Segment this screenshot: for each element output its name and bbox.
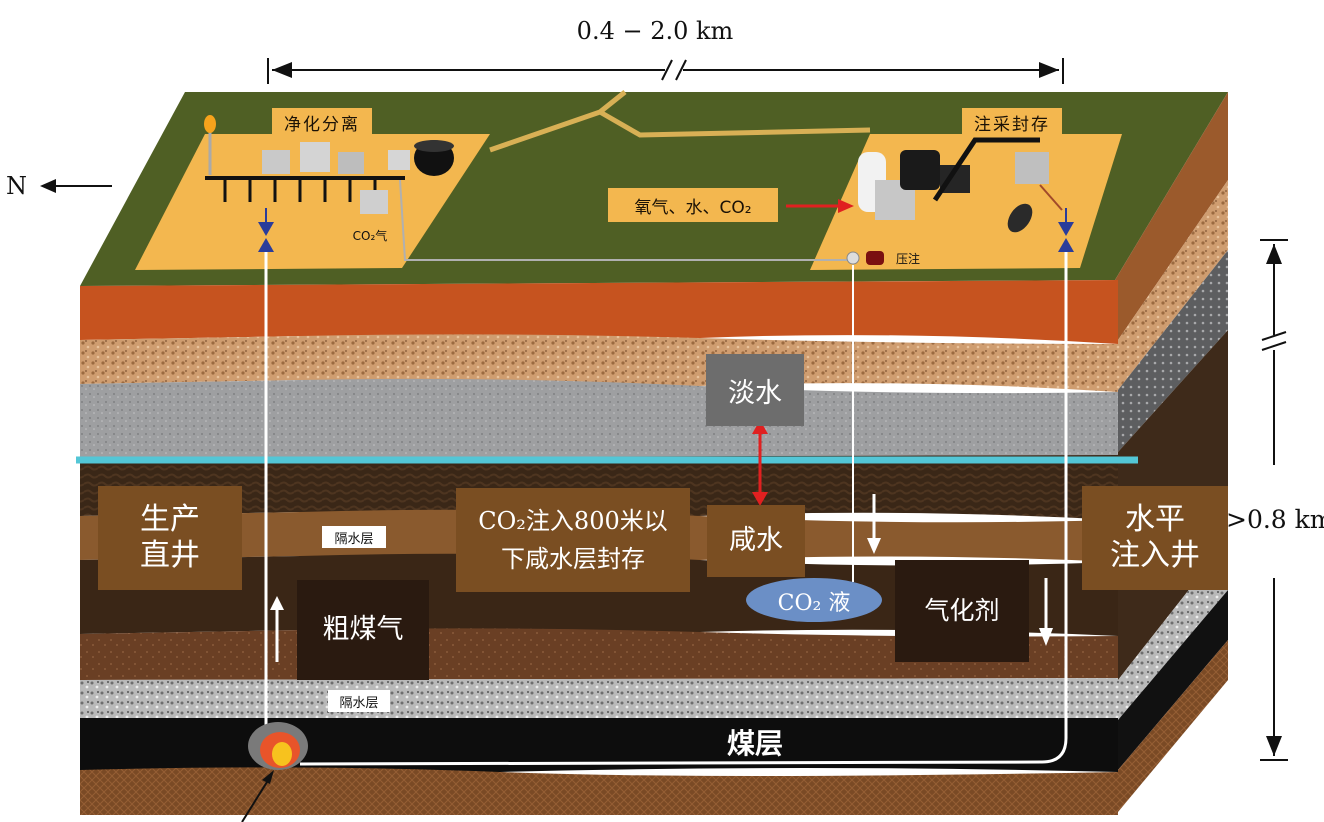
north-label: N — [6, 172, 27, 200]
co2-liquid-ellipse — [746, 578, 882, 622]
co2-gas-label: CO₂气 — [352, 228, 388, 243]
top-dimension-line — [267, 58, 1064, 84]
fresh-salt-water-double-arrow — [752, 420, 768, 506]
depth-dimension-line — [1260, 239, 1288, 761]
stratum-base — [80, 767, 1118, 815]
co2-return-pipe — [399, 179, 850, 261]
horizontal-injection-well — [299, 252, 1068, 766]
horizontal-well-label: 水平 注入井 — [1082, 486, 1228, 590]
raw-gas-label: 粗煤气 — [297, 580, 429, 680]
production-well-line2: 直井 — [140, 538, 200, 573]
production-wellhead-valve — [258, 208, 274, 252]
co2-liquid-label: CO₂ 液 — [777, 591, 851, 616]
raw-gas-up-arrow — [270, 596, 284, 662]
coal-seam-label: 煤层 — [726, 727, 783, 760]
oxygen-water-co2-label: 氧气、水、CO₂ — [608, 188, 778, 222]
injection-label: 注采封存 — [962, 108, 1062, 136]
stratum-brown-upper — [80, 455, 1118, 520]
oxygen-feed-arrow — [786, 199, 854, 213]
purification-label: 净化分离 — [272, 108, 372, 136]
compressor-icon — [846, 251, 884, 265]
side-face-top — [1115, 92, 1228, 340]
co2-storage-line2: 下咸水层封存 — [501, 545, 645, 573]
stratum-coal-seam — [80, 718, 1118, 776]
side-face-gravel — [1118, 180, 1228, 390]
co2-storage-line1: CO₂注入800米以 — [478, 507, 668, 535]
horizontal-well-line1: 水平 — [1125, 502, 1185, 537]
aquitard-lower-label: 隔水层 — [328, 690, 390, 712]
side-face-gray — [1118, 250, 1228, 452]
depth-label: >0.8 km — [1226, 505, 1324, 534]
gasification-cavity — [248, 722, 308, 770]
co2-storage-label: CO₂注入800米以 下咸水层封存 — [456, 488, 690, 592]
purification-equipment — [204, 115, 454, 214]
surface-pipeline — [489, 90, 871, 153]
salt-water-label: 咸水 — [707, 505, 805, 577]
aquitard-upper-label: 隔水层 — [322, 526, 386, 548]
co2-down-arrow — [867, 494, 881, 554]
injection-wellhead-valve — [1058, 208, 1074, 252]
north-arrow-icon — [40, 179, 112, 193]
production-well-line1: 生产 — [140, 502, 200, 537]
horizontal-well-line2: 注入井 — [1110, 538, 1200, 573]
stratum-gravel — [80, 334, 1118, 392]
gasifying-agent-label: 气化剂 — [895, 560, 1029, 662]
gasifying-agent-down-arrow — [1039, 578, 1053, 646]
side-face-coal — [1118, 590, 1228, 770]
horizontal-span-label: 0.4 − 2.0 km — [576, 17, 734, 45]
press-injection-label: 压注 — [895, 251, 920, 266]
stratum-red-soil — [80, 280, 1118, 344]
stratum-gray-aquifer — [80, 378, 1118, 458]
production-well-label: 生产 直井 — [98, 486, 242, 590]
injection-equipment — [858, 137, 1063, 233]
stratum-aquitard-speckle — [80, 678, 1118, 718]
fresh-water-label: 淡水 — [706, 354, 804, 426]
side-face-base — [1118, 640, 1228, 812]
